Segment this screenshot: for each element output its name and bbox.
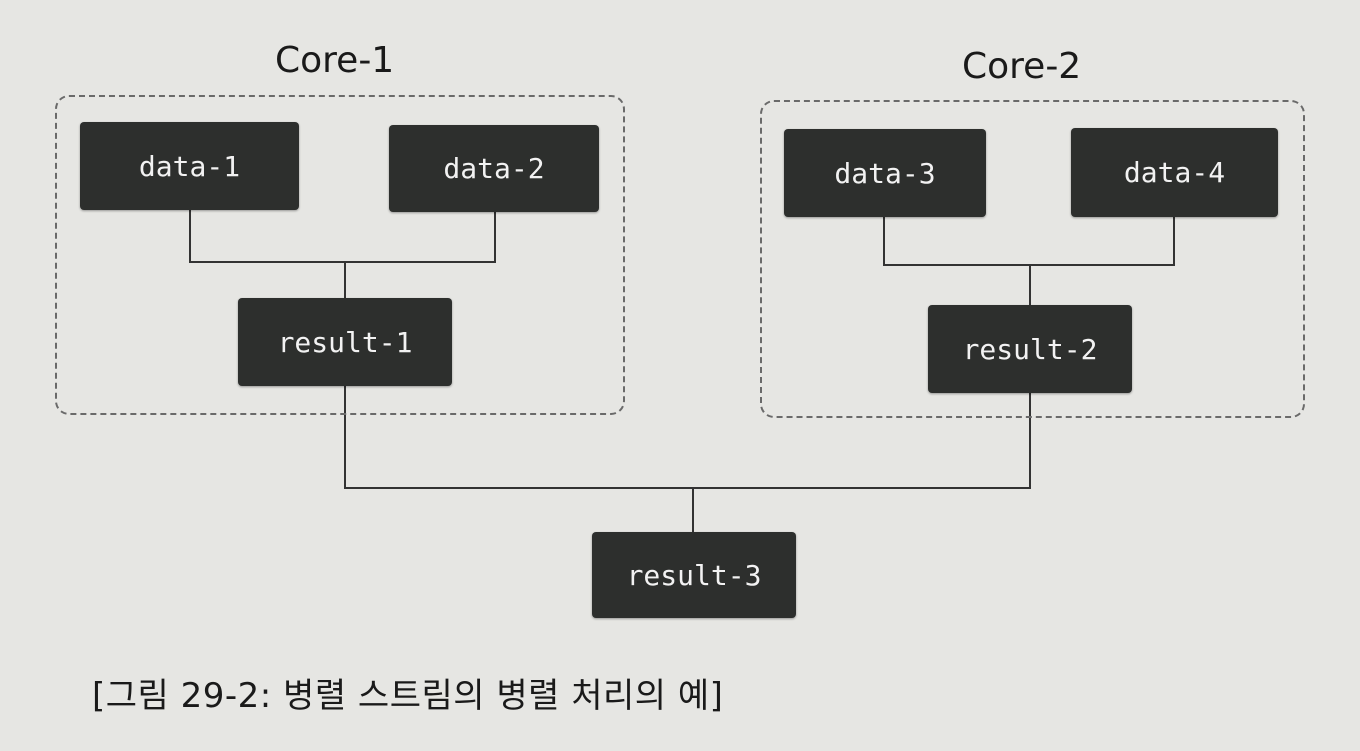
connector-result1-result3 xyxy=(344,386,694,532)
connector-data4-result2 xyxy=(1030,216,1175,266)
core-2-group xyxy=(760,100,1305,418)
result-1-node: result-1 xyxy=(238,298,452,386)
core-1-title: Core-1 xyxy=(275,40,395,81)
data-4-node: data-4 xyxy=(1071,128,1278,217)
connector-data1-result1 xyxy=(189,210,346,298)
result-3-node: result-3 xyxy=(592,532,796,618)
core-2-title: Core-2 xyxy=(962,46,1082,87)
data-1-node: data-1 xyxy=(80,122,299,210)
core-1-group xyxy=(55,95,625,415)
connector-data3-result2 xyxy=(883,216,1031,305)
figure-caption: [그림 29-2: 병렬 스트림의 병렬 처리의 예] xyxy=(92,676,724,716)
data-3-node: data-3 xyxy=(784,129,986,217)
connector-result2-result3 xyxy=(693,393,1031,489)
data-2-node: data-2 xyxy=(389,125,599,212)
connector-data2-result1 xyxy=(345,212,496,263)
result-2-node: result-2 xyxy=(928,305,1132,393)
